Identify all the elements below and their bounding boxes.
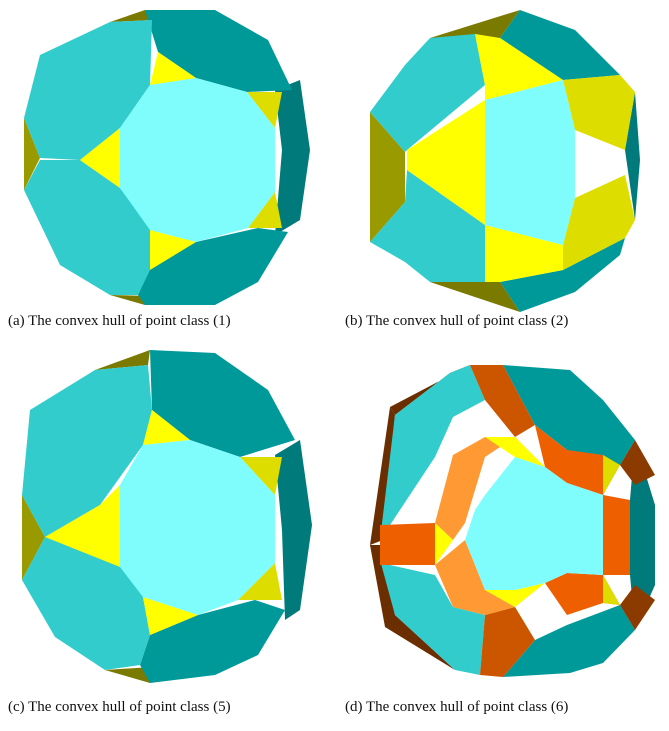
face xyxy=(120,78,275,242)
face xyxy=(370,170,485,282)
face xyxy=(630,440,655,630)
face xyxy=(370,112,405,242)
face xyxy=(143,597,198,635)
face xyxy=(24,20,152,160)
face xyxy=(22,495,45,580)
face xyxy=(24,118,40,190)
face xyxy=(380,365,485,540)
face xyxy=(603,495,630,575)
face xyxy=(150,52,196,85)
panel-c: (c) The convex hull of point class (5) xyxy=(0,345,335,731)
face xyxy=(435,523,453,565)
polyhedron-a xyxy=(24,10,310,305)
face xyxy=(370,407,395,545)
face xyxy=(485,583,545,607)
face xyxy=(620,585,655,630)
face xyxy=(95,350,150,370)
face xyxy=(143,410,190,445)
face xyxy=(240,457,282,495)
face xyxy=(110,10,152,22)
face xyxy=(470,365,535,437)
face xyxy=(435,437,515,540)
panel-d: (d) The convex hull of point class (6) xyxy=(335,345,669,731)
face xyxy=(407,100,485,225)
face xyxy=(485,80,575,245)
face xyxy=(500,238,625,312)
panel-a: (a) The convex hull of point class (1) xyxy=(0,0,335,365)
face xyxy=(150,230,196,270)
face xyxy=(24,160,152,295)
face xyxy=(238,563,282,600)
face xyxy=(603,575,620,605)
face xyxy=(145,10,292,92)
face xyxy=(503,365,635,465)
face xyxy=(500,10,620,80)
face xyxy=(80,128,120,188)
polyhedron-c xyxy=(22,350,312,683)
face xyxy=(430,282,520,312)
face xyxy=(480,607,535,677)
face xyxy=(150,350,295,457)
face xyxy=(620,440,655,485)
face xyxy=(138,228,288,305)
face xyxy=(535,425,620,495)
face xyxy=(247,92,282,128)
face xyxy=(435,540,515,615)
face xyxy=(390,365,470,415)
face xyxy=(370,545,455,670)
face xyxy=(563,75,635,150)
face xyxy=(275,440,312,620)
caption-a: (a) The convex hull of point class (1) xyxy=(8,313,231,329)
face xyxy=(563,175,635,270)
face xyxy=(380,523,435,565)
face xyxy=(603,455,620,495)
face xyxy=(120,440,275,615)
face xyxy=(503,605,635,677)
caption-d: (d) The convex hull of point class (6) xyxy=(345,699,569,715)
face xyxy=(140,600,285,683)
face xyxy=(485,225,563,282)
face xyxy=(22,535,150,670)
panel-b: (b) The convex hull of point class (2) xyxy=(335,0,669,365)
face xyxy=(625,92,640,220)
polyhedron-b xyxy=(370,10,640,312)
face xyxy=(430,10,520,38)
face xyxy=(475,34,563,100)
face xyxy=(45,485,120,567)
face xyxy=(545,573,620,615)
polyhedron-d xyxy=(370,365,655,677)
face xyxy=(370,34,485,152)
caption-b: (b) The convex hull of point class (2) xyxy=(345,313,569,329)
face xyxy=(105,667,152,683)
face xyxy=(485,437,545,467)
face xyxy=(22,365,152,537)
face xyxy=(465,457,603,590)
face xyxy=(275,80,310,235)
face xyxy=(248,192,282,228)
caption-c: (c) The convex hull of point class (5) xyxy=(8,699,231,715)
face xyxy=(380,560,485,675)
